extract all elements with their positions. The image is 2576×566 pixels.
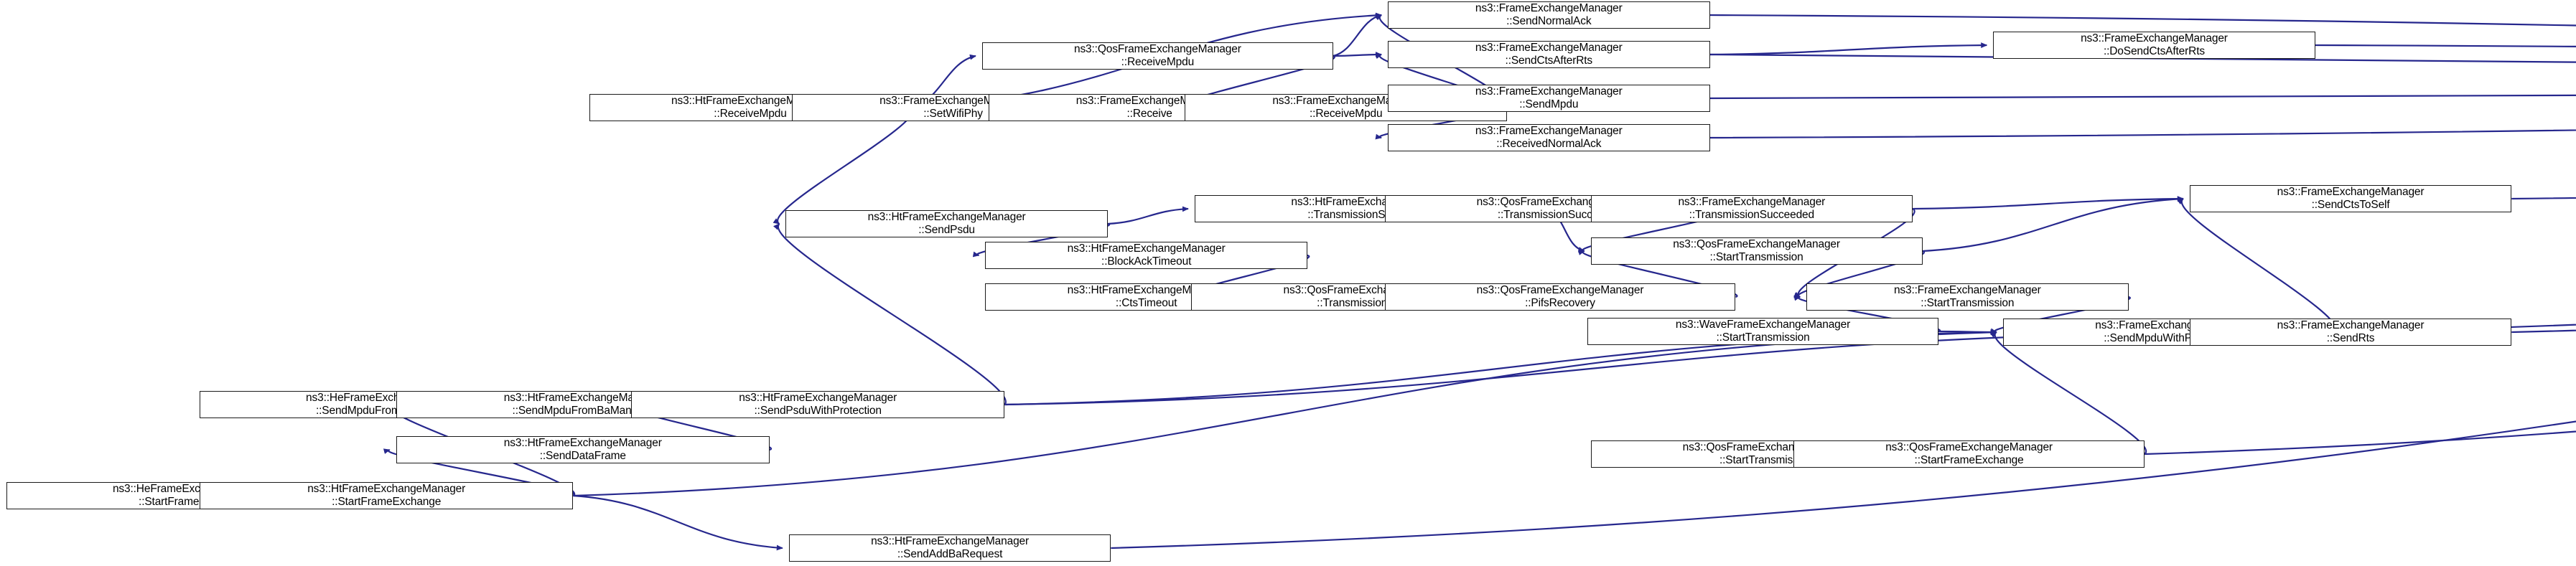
graph-node-class: ns3::HtFrameExchangeManager <box>871 534 1030 547</box>
graph-node-class: ns3::FrameExchangeManager <box>1475 1 1623 14</box>
graph-edge <box>1111 420 2576 550</box>
graph-node-method: ::ReceivedNormalAck <box>1496 138 1602 150</box>
graph-node[interactable]: ns3::HtFrameExchangeManager::SendAddBaRe… <box>788 534 1111 562</box>
graph-edge <box>1913 196 2184 210</box>
graph-edge <box>773 223 1007 405</box>
graph-node-method: ::StartTransmission <box>1921 297 2015 309</box>
graph-edge <box>2315 44 2576 47</box>
graph-node-method: ::SetWifiPhy <box>923 108 983 120</box>
graph-node-method: ::ReceiveMpdu <box>1310 108 1383 120</box>
graph-node-method: ::Receive <box>1126 108 1172 120</box>
graph-node[interactable]: ns3::FrameExchangeManager::TransmissionS… <box>1590 195 1913 222</box>
graph-node-method: ::SendMpdu <box>1519 98 1579 110</box>
graph-edge <box>1333 52 1383 57</box>
graph-edge <box>1709 95 2576 100</box>
graph-node[interactable]: ns3::HtFrameExchangeManager::SendDataFra… <box>396 436 770 463</box>
graph-node-class: ns3::HtFrameExchangeManager <box>671 94 829 107</box>
graph-node-method: ::SendPsdu <box>918 224 975 236</box>
graph-node-method: ::SendRts <box>2326 332 2375 344</box>
graph-node[interactable]: ns3::WaveFrameExchangeManager::StartTran… <box>1587 318 1938 345</box>
graph-node-method: ::BlockAckTimeout <box>1101 255 1192 268</box>
graph-node[interactable]: ns3::QosFrameExchangeManager::StartFrame… <box>1793 440 2145 468</box>
graph-node-class: ns3::FrameExchangeManager <box>2277 319 2425 331</box>
graph-edge <box>1922 196 2184 253</box>
graph-node[interactable]: ns3::HtFrameExchangeManager::BlockAckTim… <box>985 242 1307 269</box>
graph-edge <box>2511 329 2576 334</box>
graph-node-method: ::StartTransmission <box>1716 331 1810 344</box>
graph-node-class: ns3::FrameExchangeManager <box>1678 195 1826 208</box>
graph-node-method: ::StartFrameExchange <box>1914 454 2024 466</box>
graph-node[interactable]: ns3::QosFrameExchangeManager::ReceiveMpd… <box>981 42 1333 70</box>
graph-node-method: ::DoSendCtsAfterRts <box>2103 45 2205 57</box>
graph-node-class: ns3::FrameExchangeManager <box>1475 85 1623 98</box>
graph-edge <box>1938 329 1997 335</box>
graph-node[interactable]: ns3::FrameExchangeManager::StartTransmis… <box>1806 283 2129 311</box>
graph-node-class: ns3::FrameExchangeManager <box>1475 41 1623 54</box>
graph-node[interactable]: ns3::QosFrameExchangeManager::StartTrans… <box>1590 237 1923 265</box>
graph-edge <box>1709 129 2576 139</box>
graph-edge <box>1989 331 2147 455</box>
graph-edge <box>1709 53 2576 60</box>
graph-edge <box>2177 198 2337 333</box>
graph-node-class: ns3::FrameExchangeManager <box>1893 283 2041 296</box>
graph-node-method: ::PifsRecovery <box>1525 297 1595 309</box>
graph-node-method: ::ReceiveMpdu <box>714 108 787 120</box>
graph-edge <box>1709 42 1988 56</box>
graph-node-class: ns3::HtFrameExchangeManager <box>1067 242 1226 255</box>
graph-node-class: ns3::QosFrameExchangeManager <box>1885 440 2053 453</box>
graph-node[interactable]: ns3::FrameExchangeManager::SendMpdu <box>1388 85 1710 112</box>
graph-node-method: ::SendCtsToSelf <box>2311 199 2390 211</box>
graph-node[interactable]: ns3::HtFrameExchangeManager::SendPsdu <box>785 210 1108 237</box>
graph-node-class: ns3::WaveFrameExchangeManager <box>1675 318 1851 331</box>
graph-edge <box>773 107 914 225</box>
graph-node-method: ::SendPsduWithProtection <box>754 405 882 417</box>
graph-node[interactable]: ns3::HtFrameExchangeManager::SendPsduWit… <box>631 391 1005 418</box>
graph-node[interactable]: ns3::FrameExchangeManager::DoSendCtsAfte… <box>1993 32 2315 59</box>
graph-node-method: ::ReceiveMpdu <box>1121 56 1195 68</box>
graph-node[interactable]: ns3::HtFrameExchangeManager::StartFrameE… <box>200 482 574 509</box>
graph-edge <box>2144 430 2576 456</box>
graph-node[interactable]: ns3::QosFrameExchangeManager::PifsRecove… <box>1384 283 1736 311</box>
graph-node-method: ::StartTransmission <box>1709 251 1803 263</box>
graph-node-class: ns3::FrameExchangeManager <box>2081 32 2228 44</box>
graph-node-class: ns3::FrameExchangeManager <box>2277 185 2425 198</box>
graph-node[interactable]: ns3::FrameExchangeManager::SendRts <box>2189 319 2512 346</box>
graph-node-method: ::TransmissionSucceeded <box>1689 209 1814 221</box>
graph-node-method: ::SendAddBaRequest <box>897 548 1003 560</box>
graph-node-class: ns3::FrameExchangeManager <box>1475 124 1623 137</box>
graph-node-class: ns3::QosFrameExchangeManager <box>1673 237 1840 250</box>
graph-node-method: ::CtsTimeout <box>1115 297 1177 309</box>
graph-node-method: ::SendDataFrame <box>539 450 626 462</box>
graph-node[interactable]: ns3::FrameExchangeManager::ReceivedNorma… <box>1388 124 1710 151</box>
graph-node[interactable]: ns3::FrameExchangeManager::SendNormalAck <box>1388 1 1710 29</box>
graph-node-class: ns3::QosFrameExchangeManager <box>1073 42 1241 55</box>
graph-node[interactable]: ns3::FrameExchangeManager::SendCtsAfterR… <box>1388 41 1710 68</box>
graph-node-class: ns3::HtFrameExchangeManager <box>307 482 466 495</box>
graph-edge <box>573 494 783 551</box>
graph-node-method: ::SendCtsAfterRts <box>1505 55 1593 67</box>
graph-node-class: ns3::HtFrameExchangeManager <box>739 391 897 404</box>
graph-node-class: ns3::QosFrameExchangeManager <box>1476 283 1644 296</box>
graph-edge <box>1333 13 1383 57</box>
graph-node-class: ns3::HtFrameExchangeManager <box>867 210 1026 223</box>
graph-node-method: ::StartFrameExchange <box>332 496 442 508</box>
graph-edge <box>1107 206 1189 225</box>
graph-edge <box>2511 197 2576 200</box>
graph-node-class: ns3::HtFrameExchangeManager <box>503 436 662 449</box>
graph-node-method: ::SendNormalAck <box>1506 15 1592 27</box>
graph-node[interactable]: ns3::FrameExchangeManager::SendCtsToSelf <box>2189 185 2512 212</box>
